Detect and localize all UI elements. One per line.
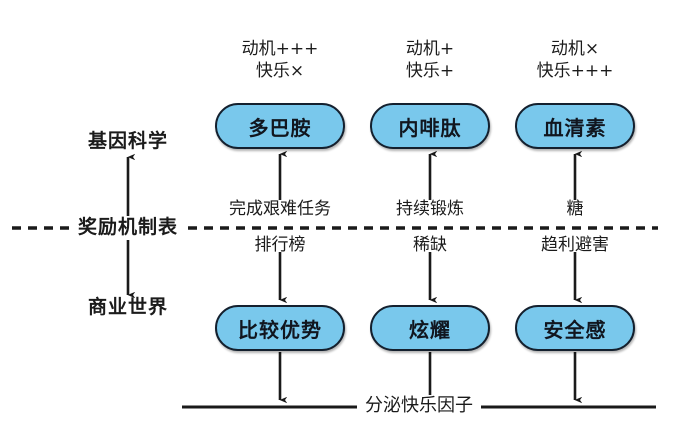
column-3-effect-line1: 动机×: [550, 39, 600, 59]
axis-label-bottom: 商业世界: [87, 296, 169, 318]
node-top-endorphin[interactable]: 内啡肽: [370, 103, 490, 149]
column-1-below-line-label: 排行榜: [254, 235, 306, 255]
column-2-below-line-label: 稀缺: [413, 235, 447, 255]
column-1-above-line-label: 完成艰难任务: [229, 199, 331, 219]
node-bottom-comparative-advantage[interactable]: 比较优势: [215, 305, 345, 351]
column-2-effect: 动机+ 快乐+: [406, 38, 454, 82]
node-top-serotonin[interactable]: 血清素: [515, 103, 635, 149]
column-1-effect: 动机+++ 快乐×: [242, 38, 319, 82]
column-3-below-line-label: 趋利避害: [541, 235, 609, 255]
node-bottom-showing-off[interactable]: 炫耀: [370, 305, 490, 351]
column-2-above-line-label: 持续锻炼: [396, 199, 464, 219]
axis-label-top: 基因科学: [87, 130, 169, 152]
node-bottom-sense-of-security[interactable]: 安全感: [515, 305, 635, 351]
column-1-effect-line1: 动机+++: [241, 39, 319, 59]
axis-label-middle: 奖励机制表: [72, 216, 184, 238]
footer-caption: 分泌快乐因子: [357, 395, 481, 417]
column-2-effect-line1: 动机+: [405, 39, 455, 59]
column-1-effect-line2: 快乐×: [255, 61, 305, 81]
node-top-dopamine[interactable]: 多巴胺: [215, 103, 345, 149]
column-2-effect-line2: 快乐+: [405, 61, 455, 81]
column-3-effect: 动机× 快乐+++: [537, 38, 614, 82]
column-3-effect-line2: 快乐+++: [536, 61, 614, 81]
column-3-above-line-label: 糖: [566, 199, 584, 219]
